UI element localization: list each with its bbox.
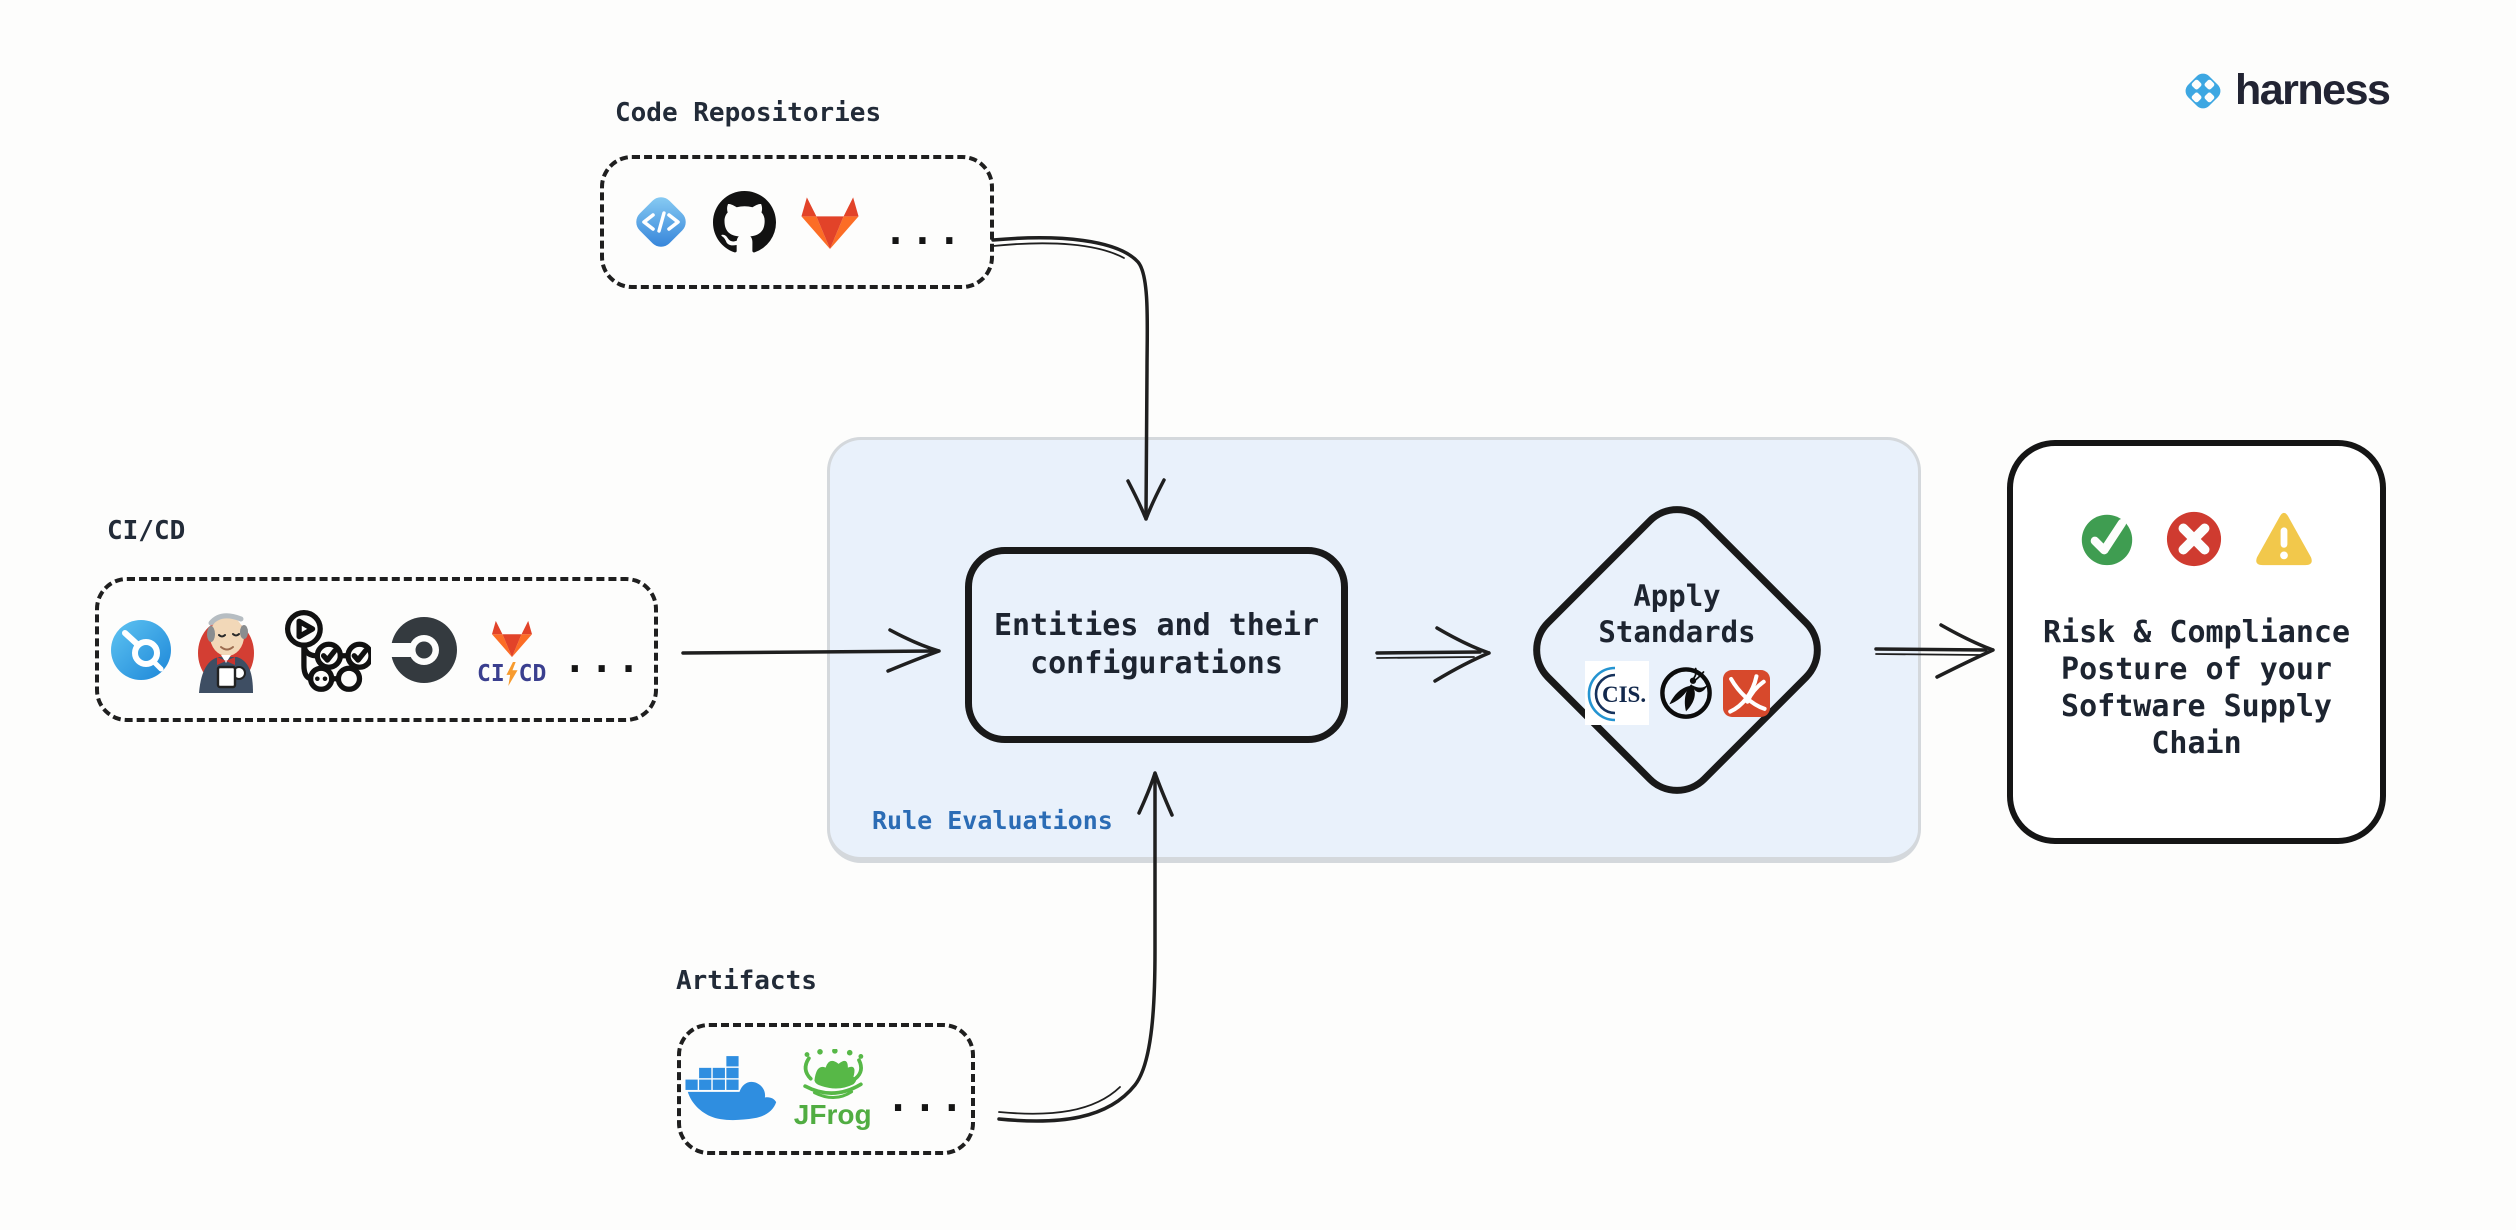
harness-logo: harness [2180,66,2391,115]
result-line-3: Software Supply [2061,689,2332,724]
harness-ci-icon [110,619,171,680]
cicd-box: CI CD ... [95,577,658,722]
artifacts-box: JFrog ... [677,1023,975,1155]
result-line-2: Posture of your [2061,652,2332,687]
owasp-icon [1659,667,1712,719]
entities-line1: Entities and their [993,608,1320,643]
jenkins-icon [197,612,254,693]
entities-node: Entities and their configurations [965,547,1348,743]
apply-line2: Standards [1598,615,1756,649]
harness-wordmark: harness [2235,66,2391,114]
gitlab-ci-text: CI [476,661,505,687]
result-card: Risk & Compliance Posture of your Softwa… [2007,440,2386,844]
cicd-label: CI/CD [107,516,186,546]
jfrog-splash-icon [802,1049,863,1100]
gitlab-icon [796,193,864,252]
harness-code-icon [636,197,686,247]
cis-icon: CIS. [1584,661,1649,725]
check-icon [2081,514,2132,566]
gitlab-cd-text: CD [518,661,547,687]
entities-line2: configurations [1030,646,1283,681]
apply-standards-text: Apply Standards [1560,578,1794,650]
result-text: Risk & Compliance Posture of your Softwa… [2013,614,2380,762]
github-actions-icon [284,609,371,692]
jfrog-wordmark: JFrog [793,1099,872,1130]
result-status-icons [2013,510,2380,568]
cicd-more: ... [563,636,645,681]
warning-icon [2255,512,2312,566]
gitlab-cicd-icon: CI CD [477,618,546,687]
circleci-icon [387,616,457,683]
jfrog-icon: JFrog [794,1049,872,1129]
artifacts-label: Artifacts [676,966,817,996]
code-repositories-box: ... [600,155,994,289]
docker-icon [685,1056,776,1121]
openssf-icon [1722,669,1770,717]
standards-icons: CIS. [1560,661,1794,725]
apply-line1: Apply [1633,579,1721,613]
svg-text:CIS.: CIS. [1602,682,1646,707]
lightning-bolt-icon [506,662,518,686]
github-icon [713,191,776,254]
cross-icon [2166,511,2221,567]
result-line-4: Chain [2151,726,2242,761]
harness-logo-icon [2185,73,2221,108]
rule-evaluations-label: Rule Evaluations [872,806,1113,835]
cis-arcs-icon: CIS. [1587,666,1646,722]
result-line-1: Risk & Compliance [2042,615,2351,650]
code-repositories-label: Code Repositories [615,98,882,128]
artifacts-more: ... [886,1076,968,1120]
gitlab-fox-icon [488,618,536,659]
code-repositories-more: ... [884,209,965,253]
